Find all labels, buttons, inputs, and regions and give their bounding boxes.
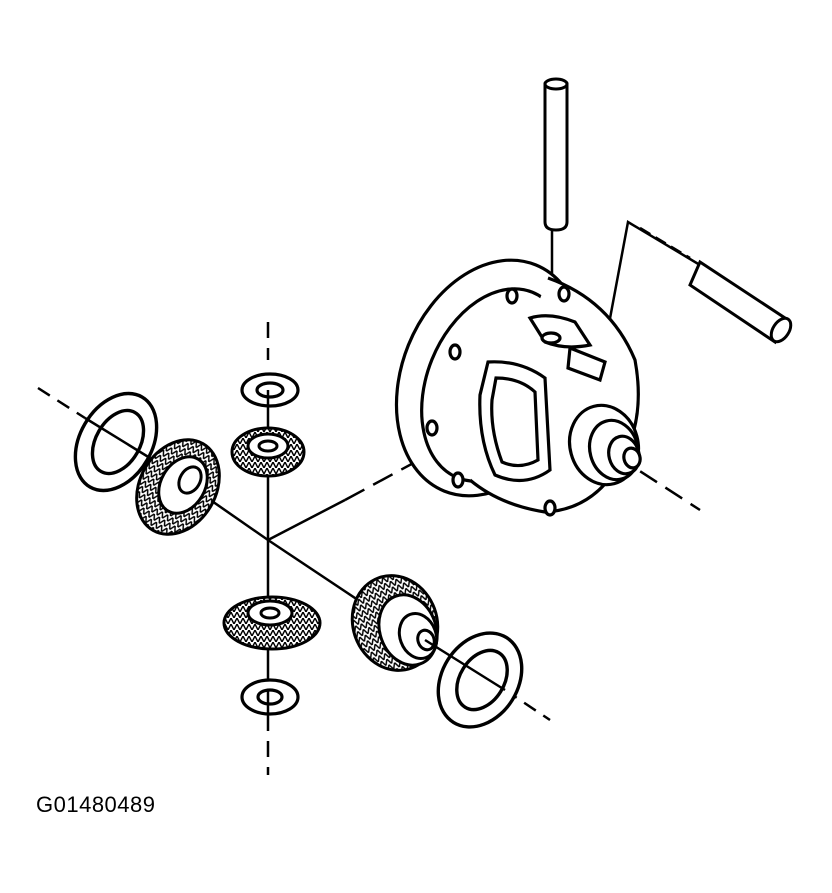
pinion-gear-upper: [230, 426, 306, 478]
lock-pin: [543, 77, 569, 232]
pinion-gear-lower: [222, 595, 322, 651]
figure-reference-code: G01480489: [36, 792, 156, 817]
pinion-thrust-washer-lower: [240, 678, 300, 716]
side-gear-left: [135, 438, 221, 536]
pinion-shaft: [688, 259, 793, 345]
side-gear-thrust-washer-left: [73, 391, 159, 493]
pinion-thrust-washer-upper: [240, 372, 300, 408]
differential-case: [394, 258, 642, 517]
side-gear-thrust-washer-right: [436, 631, 524, 729]
axis-through-parts: [84, 390, 506, 715]
side-gear-right: [350, 574, 440, 672]
